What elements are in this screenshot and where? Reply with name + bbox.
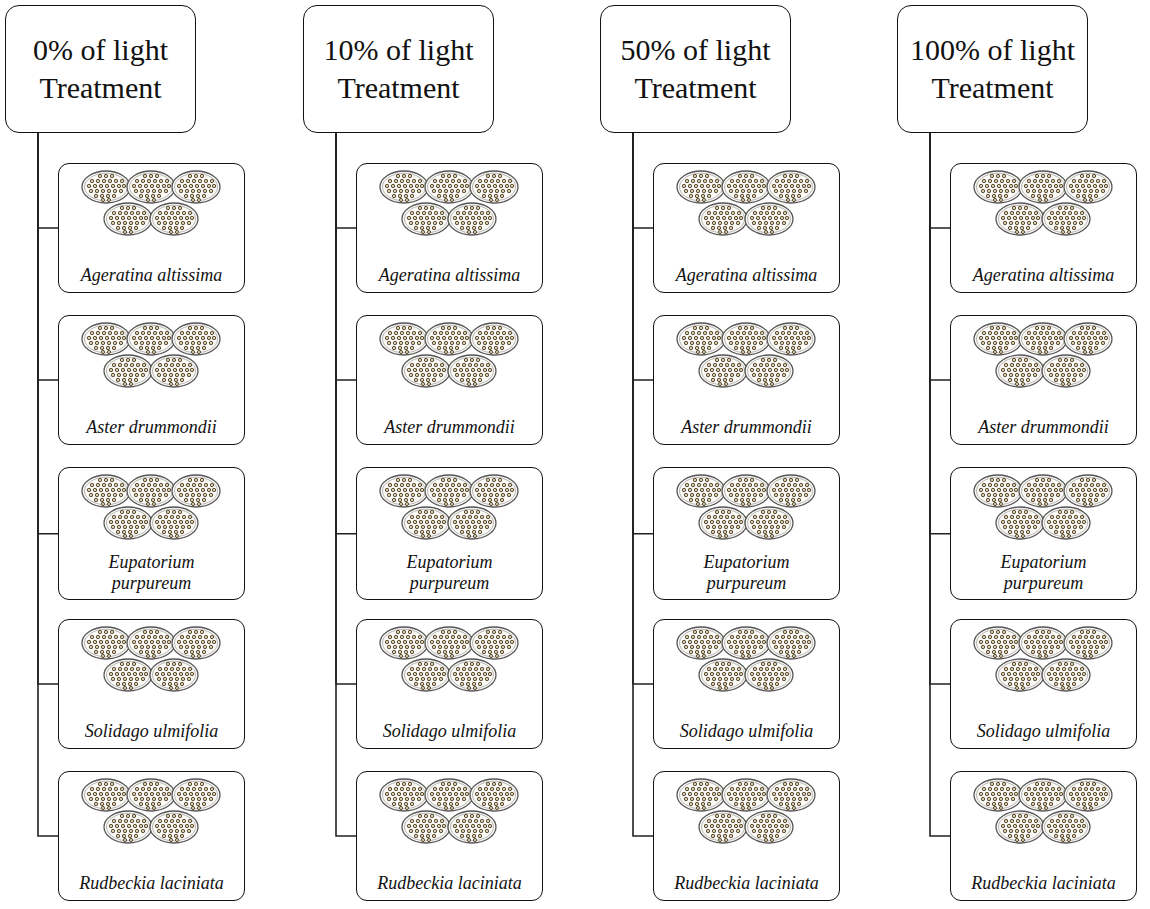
species-name: Eupatorium purpureum bbox=[964, 552, 1124, 593]
species-name: Ageratina altissima bbox=[379, 265, 521, 286]
species-box: Ageratina altissima bbox=[653, 163, 840, 293]
branch-connector bbox=[930, 133, 950, 684]
branch-connector bbox=[930, 133, 950, 534]
treatment-label: 10% of light Treatment bbox=[312, 31, 485, 108]
species-box: Ageratina altissima bbox=[356, 163, 543, 293]
branch-connector bbox=[633, 133, 653, 534]
treatment-label: 50% of light Treatment bbox=[609, 31, 782, 108]
species-name: Rudbeckia laciniata bbox=[377, 873, 521, 894]
branch-connector bbox=[38, 133, 58, 380]
species-box: Aster drummondii bbox=[950, 315, 1137, 445]
species-name: Ageratina altissima bbox=[973, 265, 1115, 286]
branch-connector bbox=[38, 133, 58, 684]
species-box: Solidago ulmifolia bbox=[950, 619, 1137, 749]
branch-connector bbox=[633, 133, 653, 380]
species-name: Ageratina altissima bbox=[81, 265, 223, 286]
branch-connector bbox=[38, 133, 58, 836]
branch-connector bbox=[930, 133, 950, 836]
species-name: Aster drummondii bbox=[86, 417, 217, 438]
treatment-box: 100% of light Treatment bbox=[897, 5, 1088, 133]
species-box: Eupatorium purpureum bbox=[58, 467, 245, 600]
branch-connector bbox=[336, 133, 356, 228]
treatment-label: 100% of light Treatment bbox=[906, 31, 1079, 108]
species-name: Ageratina altissima bbox=[676, 265, 818, 286]
branch-connector bbox=[930, 133, 950, 228]
species-name: Aster drummondii bbox=[978, 417, 1109, 438]
species-name: Eupatorium purpureum bbox=[72, 552, 232, 593]
species-name: Solidago ulmifolia bbox=[85, 721, 219, 742]
species-box: Eupatorium purpureum bbox=[356, 467, 543, 600]
species-box: Solidago ulmifolia bbox=[356, 619, 543, 749]
species-box: Ageratina altissima bbox=[58, 163, 245, 293]
species-box: Rudbeckia laciniata bbox=[950, 771, 1137, 901]
species-box: Rudbeckia laciniata bbox=[58, 771, 245, 901]
species-name: Solidago ulmifolia bbox=[383, 721, 517, 742]
species-name: Aster drummondii bbox=[384, 417, 515, 438]
species-box: Rudbeckia laciniata bbox=[653, 771, 840, 901]
species-name: Eupatorium purpureum bbox=[370, 552, 530, 593]
branch-connector bbox=[38, 133, 58, 228]
branch-connector bbox=[38, 133, 58, 534]
species-name: Aster drummondii bbox=[681, 417, 812, 438]
species-box: Solidago ulmifolia bbox=[58, 619, 245, 749]
species-box: Rudbeckia laciniata bbox=[356, 771, 543, 901]
branch-connector bbox=[930, 133, 950, 380]
species-name: Rudbeckia laciniata bbox=[674, 873, 818, 894]
branch-connector bbox=[633, 133, 653, 836]
branch-connector bbox=[336, 133, 356, 836]
treatment-box: 50% of light Treatment bbox=[600, 5, 791, 133]
species-box: Aster drummondii bbox=[58, 315, 245, 445]
branch-connector bbox=[633, 133, 653, 228]
species-name: Eupatorium purpureum bbox=[667, 552, 827, 593]
treatment-label: 0% of light Treatment bbox=[14, 31, 187, 108]
species-box: Aster drummondii bbox=[356, 315, 543, 445]
species-box: Ageratina altissima bbox=[950, 163, 1137, 293]
branch-connector bbox=[336, 133, 356, 534]
branch-connector bbox=[633, 133, 653, 684]
species-name: Rudbeckia laciniata bbox=[79, 873, 223, 894]
species-box: Eupatorium purpureum bbox=[950, 467, 1137, 600]
branch-connector bbox=[336, 133, 356, 380]
species-box: Aster drummondii bbox=[653, 315, 840, 445]
species-name: Rudbeckia laciniata bbox=[971, 873, 1115, 894]
species-name: Solidago ulmifolia bbox=[680, 721, 814, 742]
treatment-box: 10% of light Treatment bbox=[303, 5, 494, 133]
species-box: Eupatorium purpureum bbox=[653, 467, 840, 600]
branch-connector bbox=[336, 133, 356, 684]
species-name: Solidago ulmifolia bbox=[977, 721, 1111, 742]
treatment-box: 0% of light Treatment bbox=[5, 5, 196, 133]
species-box: Solidago ulmifolia bbox=[653, 619, 840, 749]
